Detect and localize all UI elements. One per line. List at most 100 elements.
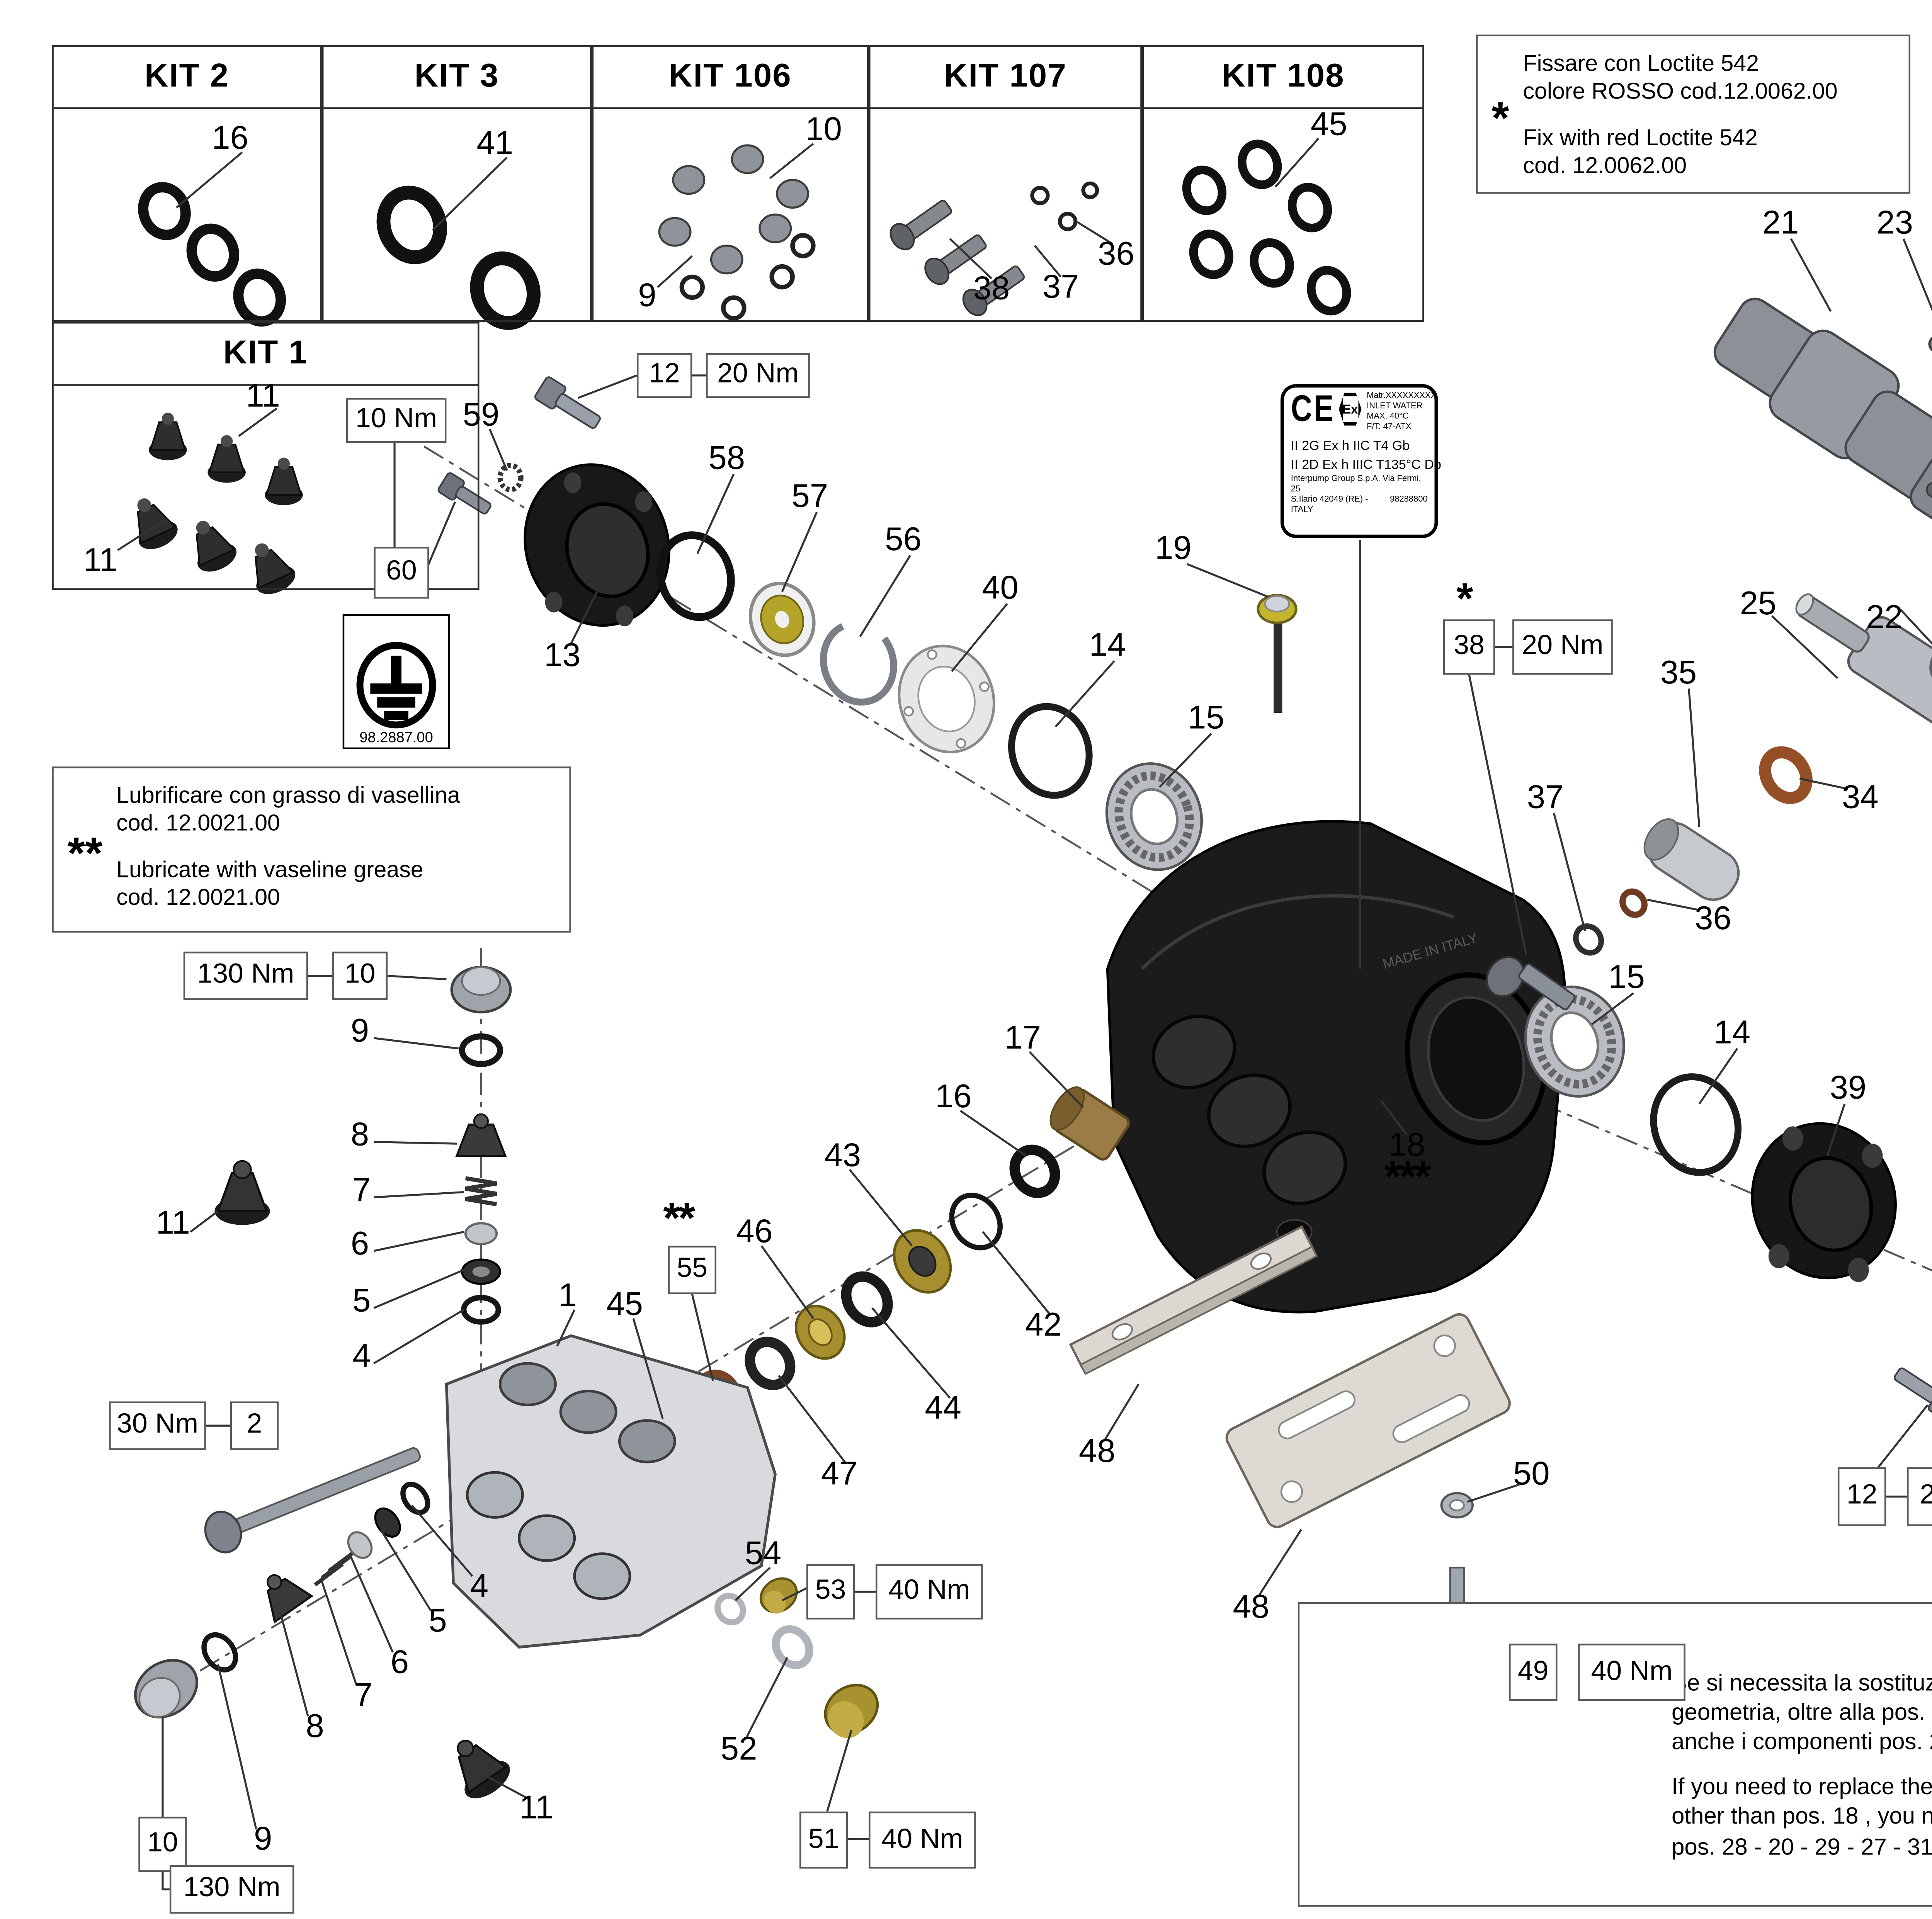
plate-address: Interpump Group S.p.A. Via Fermi, 25 S.I… bbox=[1291, 475, 1428, 517]
copper-washer-34 bbox=[1759, 746, 1813, 804]
crankcase-note-english: If you need to replace the crankcase tha… bbox=[1672, 1773, 1932, 1860]
spring-7-center bbox=[465, 1176, 497, 1207]
callout-box-2: 2 bbox=[230, 1401, 279, 1450]
part-label-40: 40 bbox=[982, 571, 1019, 607]
part-label-18: 18 bbox=[1388, 1128, 1425, 1164]
kit-panel-header: KIT 106 bbox=[594, 47, 867, 109]
part-label-9: 9 bbox=[254, 1822, 272, 1858]
kit-panel-title: KIT 3 bbox=[414, 58, 499, 95]
plate-serial: Matr.XXXXXXXXX bbox=[1367, 393, 1437, 401]
part-label-4: 4 bbox=[352, 1339, 371, 1376]
loctite-line4: cod. 12.0062.00 bbox=[1523, 151, 1687, 178]
part-label-8: 8 bbox=[306, 1709, 324, 1746]
bracket-48-a bbox=[1069, 1225, 1318, 1375]
callout-box-130-nm: 130 Nm bbox=[169, 1865, 294, 1914]
key-23 bbox=[1928, 335, 1932, 373]
sleeve-35 bbox=[1643, 818, 1740, 901]
part-label-16: 16 bbox=[212, 121, 248, 158]
part-label-59: 59 bbox=[463, 398, 500, 435]
callout-box-10: 10 bbox=[138, 1817, 187, 1872]
callout-box-30-nm: 30 Nm bbox=[109, 1401, 206, 1450]
part-label-44: 44 bbox=[925, 1391, 962, 1428]
loctite-line1: Fissare con Loctite 542 bbox=[1523, 50, 1759, 76]
kit-panel-kit-108: KIT 108 bbox=[1142, 45, 1424, 322]
bearing-flange-13 bbox=[524, 463, 670, 627]
bushing-17 bbox=[1049, 1086, 1130, 1161]
callout-box-53: 53 bbox=[806, 1564, 855, 1620]
part-label-21: 21 bbox=[1762, 206, 1799, 242]
washer-54 bbox=[714, 1593, 746, 1626]
loctite-line2: colore ROSSO cod.12.0062.00 bbox=[1523, 77, 1838, 103]
callout-box-55: 55 bbox=[668, 1246, 717, 1294]
note-marker-3: *** bbox=[1384, 1153, 1431, 1202]
callout-box-60: 60 bbox=[374, 547, 429, 599]
valve-cap-10-bottom bbox=[134, 1659, 198, 1718]
brass-retainer-46 bbox=[794, 1304, 846, 1360]
part-label-42: 42 bbox=[1025, 1308, 1062, 1344]
part-label-5: 5 bbox=[429, 1604, 447, 1640]
crankshaft-21 bbox=[1713, 297, 1932, 544]
part-label-45: 45 bbox=[1310, 107, 1347, 144]
disc-6-bottom bbox=[347, 1531, 373, 1559]
callout-box-49: 49 bbox=[1509, 1644, 1558, 1701]
crankcase-note-italian: Se si necessita la sostituzione del cart… bbox=[1672, 1669, 1932, 1755]
dipstick-19 bbox=[1257, 594, 1298, 713]
part-label-19: 19 bbox=[1155, 531, 1192, 568]
part-label-41: 41 bbox=[476, 126, 514, 163]
note-marker-1: * bbox=[1456, 575, 1473, 624]
ground-earth-icon bbox=[356, 642, 436, 729]
o-ring-14-right bbox=[1650, 1073, 1742, 1176]
part-label-57: 57 bbox=[791, 479, 828, 516]
brass-plug-51 bbox=[824, 1684, 879, 1738]
part-label-52: 52 bbox=[720, 1732, 757, 1768]
loctite-note: * Fissare con Loctite 542 colore ROSSO c… bbox=[1476, 34, 1911, 194]
spring-7-bottom bbox=[314, 1548, 358, 1587]
ce-ex-rating-plate: CE Ex Matr.XXXXXXXXX INLET WATER MAX. 40… bbox=[1280, 384, 1441, 538]
washer-37-right bbox=[1573, 923, 1604, 956]
plate-part-code: 98288800 bbox=[1390, 496, 1428, 505]
callout-box-130-nm: 130 Nm bbox=[183, 952, 308, 1000]
part-label-11: 11 bbox=[246, 379, 280, 415]
kit-panel-header: KIT 2 bbox=[53, 47, 320, 109]
kit-panel-kit-3: KIT 3 bbox=[321, 45, 592, 322]
valve-8-bottom bbox=[266, 1574, 314, 1624]
o-ring-9-center bbox=[459, 1033, 503, 1067]
part-label-37: 37 bbox=[1527, 780, 1564, 817]
kit106-parts bbox=[658, 144, 816, 321]
seal-41-right bbox=[1923, 1228, 1932, 1347]
part-label-4: 4 bbox=[470, 1569, 489, 1606]
kit-panel-title: KIT 106 bbox=[668, 58, 792, 95]
part-label-11: 11 bbox=[156, 1206, 190, 1243]
note-marker-2: ** bbox=[663, 1195, 695, 1243]
valve-8-center bbox=[455, 1113, 507, 1157]
part-label-46: 46 bbox=[736, 1214, 773, 1251]
part-label-5: 5 bbox=[352, 1283, 371, 1320]
part-label-37: 37 bbox=[1042, 270, 1079, 306]
plate-max-temp: MAX. 40°C bbox=[1367, 414, 1409, 423]
kit-panel-kit-1: KIT 1 bbox=[52, 321, 480, 590]
part-label-15: 15 bbox=[1188, 700, 1225, 737]
loctite-line3: Fix with red Loctite 542 bbox=[1523, 125, 1758, 151]
valve-11-left bbox=[214, 1160, 270, 1225]
part-label-11: 11 bbox=[83, 543, 117, 580]
part-label-14: 14 bbox=[1089, 628, 1126, 665]
callout-box-40-nm: 40 Nm bbox=[876, 1564, 983, 1620]
bolt-12-right bbox=[1894, 1367, 1932, 1421]
part-label-48: 48 bbox=[1233, 1590, 1270, 1627]
seal-47 bbox=[745, 1336, 796, 1390]
callout-box-40-nm: 40 Nm bbox=[869, 1811, 976, 1869]
part-label-14: 14 bbox=[1714, 1015, 1751, 1052]
washer-50 bbox=[1440, 1492, 1474, 1519]
kit-panel-title: KIT 107 bbox=[944, 58, 1067, 95]
part-label-48: 48 bbox=[1078, 1434, 1116, 1471]
plate-atex-gas: II 2G Ex h IIC T4 Gb bbox=[1291, 438, 1410, 454]
ex-hexagon-icon: Ex bbox=[1338, 393, 1362, 426]
plunger-25 bbox=[1795, 593, 1932, 729]
part-label-23: 23 bbox=[1876, 206, 1913, 242]
kit-panel-title: KIT 1 bbox=[223, 335, 308, 371]
disc-6-center bbox=[464, 1222, 498, 1245]
part-label-11: 11 bbox=[519, 1791, 554, 1827]
bolt-60 bbox=[437, 472, 492, 515]
